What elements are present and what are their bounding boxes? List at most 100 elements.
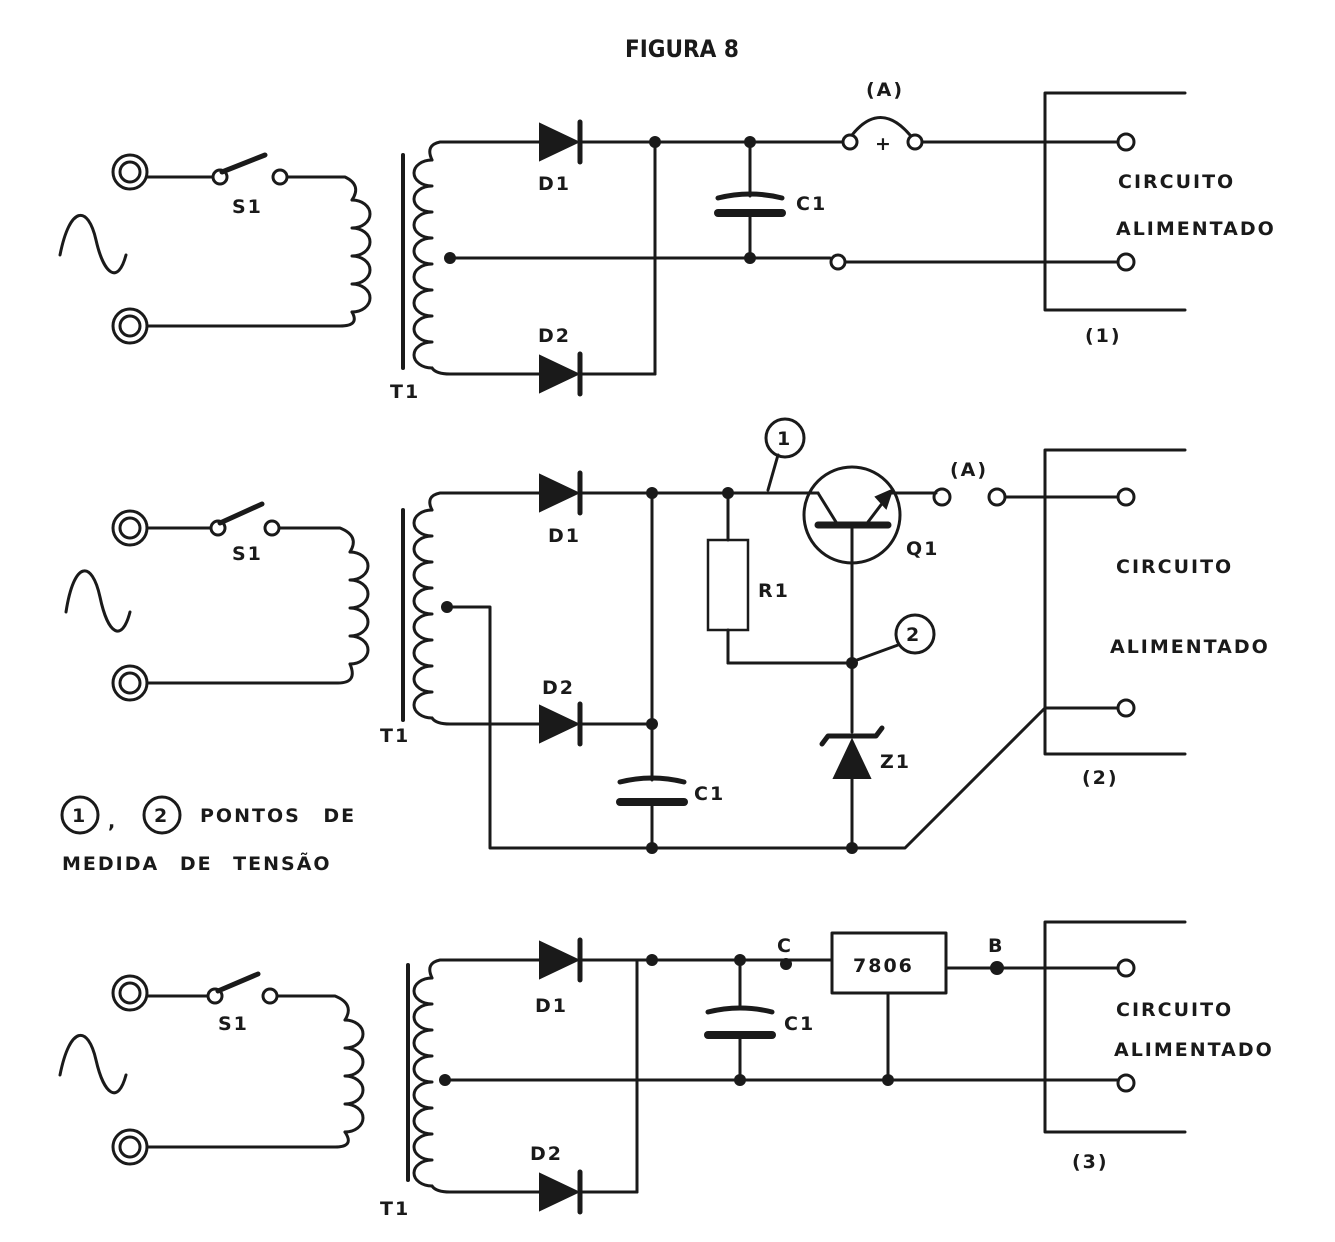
load-terminal — [1116, 487, 1136, 507]
diode-d1 — [539, 937, 583, 983]
ground-terminal — [829, 253, 847, 271]
switch-contact — [209, 519, 227, 537]
ac-terminal-top — [111, 153, 149, 191]
load-box — [1043, 920, 1187, 1134]
switch-contact — [263, 519, 281, 537]
capacitor-c1 — [715, 191, 785, 201]
circuit-number: (1) — [1085, 325, 1122, 347]
transistor-q1-label: Q1 — [906, 538, 939, 560]
load-label-line2: ALIMENTADO — [1114, 1039, 1274, 1061]
circuit-number: (2) — [1082, 767, 1119, 789]
switch-lever — [217, 501, 265, 526]
load-terminal — [1116, 1073, 1136, 1093]
ac-terminal-bottom — [111, 307, 149, 345]
switch-label: S1 — [232, 196, 263, 218]
zener-z1-label: Z1 — [880, 751, 911, 773]
load-terminal — [1116, 252, 1136, 272]
circuit-2: S1 T1 D1 D2 C1 — [64, 417, 1270, 854]
secondary-winding — [412, 158, 434, 370]
switch-contact — [271, 168, 289, 186]
switch-contact — [261, 987, 279, 1005]
load-terminal — [1116, 132, 1136, 152]
capacitor-c1-label: C1 — [694, 783, 725, 805]
circuit-1: S1 T1 D1 D2 — [58, 79, 1276, 403]
secondary-winding — [412, 976, 434, 1188]
ac-terminal-bottom — [111, 1128, 149, 1166]
primary-winding — [350, 198, 372, 314]
switch-lever — [219, 152, 268, 175]
secondary-winding — [412, 508, 434, 720]
ac-terminal-top — [111, 509, 149, 547]
transformer-label: T1 — [380, 725, 410, 747]
diode-d2-label: D2 — [538, 325, 571, 347]
zener-z1 — [819, 725, 885, 779]
load-label-line1: CIRCUITO — [1116, 999, 1233, 1021]
diode-d1 — [539, 470, 583, 516]
legend: 1 , 2 PONTOS DE MEDIDA DE TENSÃO — [60, 795, 356, 875]
primary-winding — [348, 550, 370, 666]
diode-d1-label: D1 — [538, 173, 571, 195]
resistor-r1 — [706, 538, 750, 632]
polarity-plus: + — [875, 133, 893, 155]
load-terminal — [1116, 698, 1136, 718]
load-label-line1: CIRCUITO — [1118, 171, 1235, 193]
legend-marker-1 — [60, 795, 100, 835]
capacitor-c1-label: C1 — [796, 193, 827, 215]
transformer-label: T1 — [380, 1198, 410, 1220]
figure-title: FIGURA 8 — [625, 35, 739, 63]
transformer-label: T1 — [390, 381, 420, 403]
switch-contact — [211, 168, 229, 186]
ac-source-icon — [58, 1033, 128, 1095]
ammeter-terminal — [987, 487, 1007, 507]
switch-lever — [215, 971, 261, 994]
diode-d2-label: D2 — [530, 1143, 563, 1165]
svg-text:1: 1 — [72, 805, 87, 827]
diode-d1-label: D1 — [535, 995, 568, 1017]
measure-point-2-marker — [894, 613, 936, 655]
load-box — [1043, 91, 1187, 312]
load-box — [1043, 448, 1187, 756]
load-terminal — [1116, 958, 1136, 978]
diode-d1 — [539, 119, 583, 165]
node-b-label: B — [988, 935, 1004, 957]
ammeter-label: (A) — [950, 459, 988, 481]
switch-contact — [206, 987, 224, 1005]
diode-d2-label: D2 — [542, 677, 575, 699]
ammeter-terminal — [932, 487, 952, 507]
load-label-line2: ALIMENTADO — [1110, 636, 1270, 658]
capacitor-c1 — [705, 1005, 775, 1015]
node-c-label: C — [777, 935, 793, 957]
legend-text-line2: MEDIDA DE TENSÃO — [62, 851, 332, 875]
load-label-line2: ALIMENTADO — [1116, 218, 1276, 240]
legend-text-line1: PONTOS DE — [200, 805, 356, 827]
load-label-line1: CIRCUITO — [1116, 556, 1233, 578]
switch-label: S1 — [232, 543, 263, 565]
svg-text:,: , — [108, 811, 117, 833]
diode-d2 — [539, 701, 583, 747]
primary-winding — [343, 1018, 365, 1134]
regulator-label: 7806 — [853, 955, 914, 977]
measure-point-1-label: 1 — [777, 428, 792, 450]
legend-marker-2 — [142, 795, 182, 835]
svg-text:2: 2 — [154, 805, 169, 827]
capacitor-c1-label: C1 — [784, 1013, 815, 1035]
ammeter-terminal — [906, 133, 924, 151]
measure-point-1-marker — [764, 417, 806, 459]
ac-source-icon — [58, 213, 128, 275]
ammeter-label: (A) — [866, 79, 904, 101]
switch-label: S1 — [218, 1013, 249, 1035]
capacitor-c1 — [617, 775, 687, 785]
ac-terminal-top — [111, 974, 149, 1012]
ac-terminal-bottom — [111, 664, 149, 702]
diode-d1-label: D1 — [548, 525, 581, 547]
measure-point-2-label: 2 — [906, 624, 921, 646]
diode-d2 — [539, 351, 583, 397]
ammeter-terminal — [841, 133, 859, 151]
circuit-3: S1 T1 D1 D2 C1 C — [58, 920, 1274, 1220]
circuit-number: (3) — [1072, 1151, 1109, 1173]
diode-d2 — [539, 1169, 583, 1215]
ac-source-icon — [64, 569, 132, 633]
ammeter-jumper — [850, 116, 912, 137]
resistor-r1-label: R1 — [758, 580, 790, 602]
